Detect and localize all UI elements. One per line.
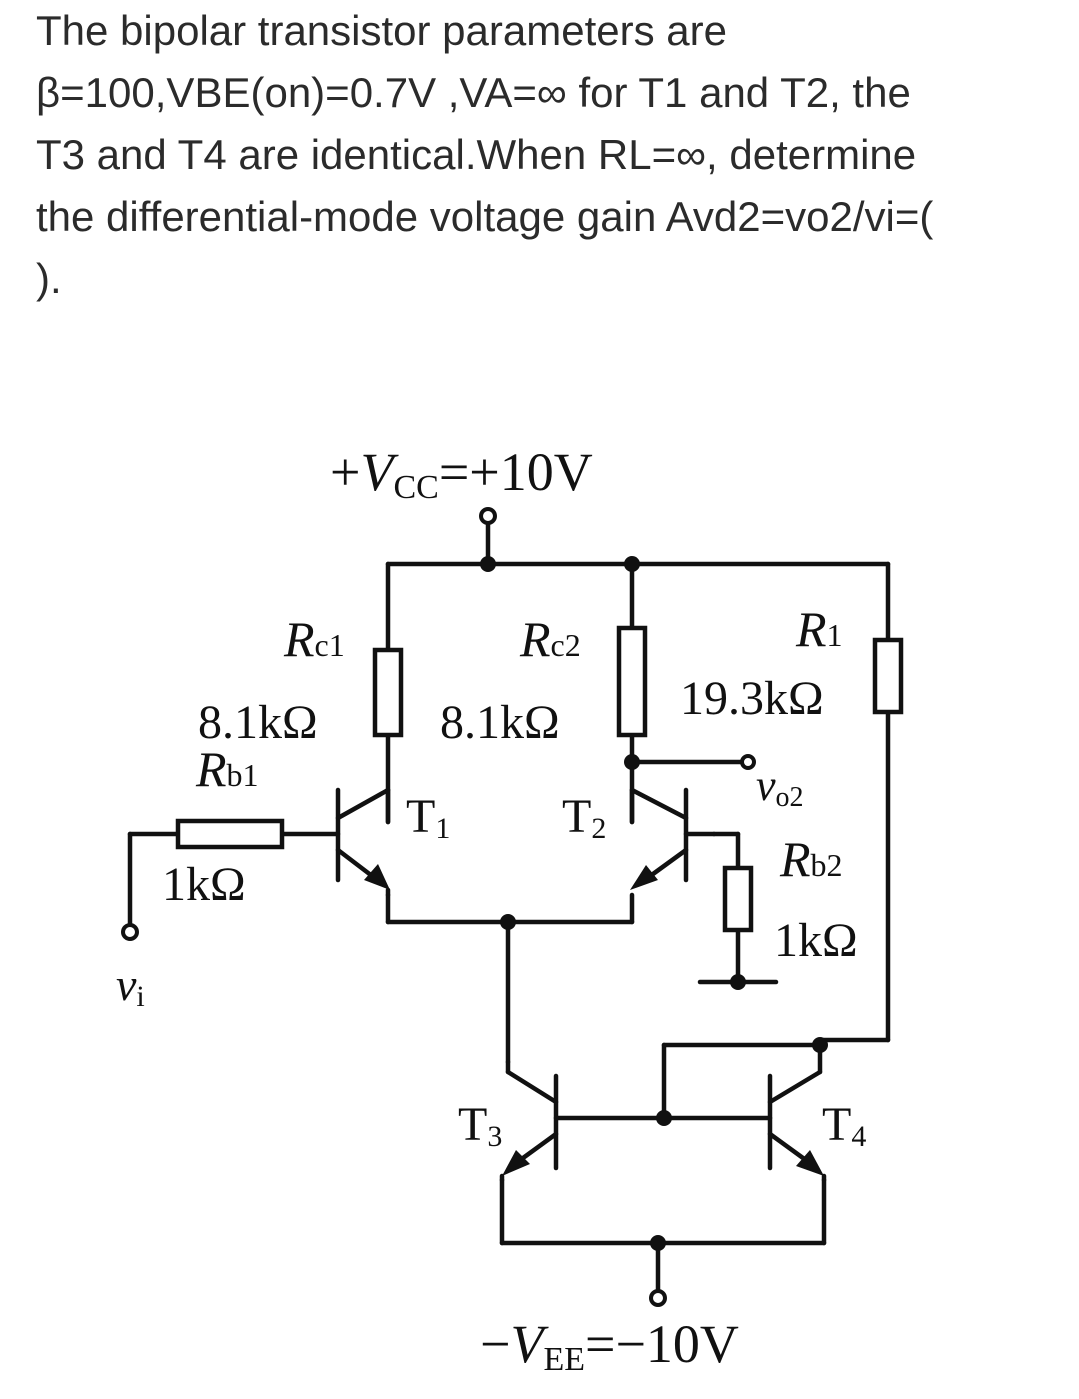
resistor-rb1 — [175, 818, 285, 850]
rb1-label: Rb1 — [195, 741, 259, 797]
question-line-2: β=100,VBE(on)=0.7V ,VA=∞ for T1 and T2, … — [36, 69, 911, 116]
vee-label: −VEE=−10V — [480, 1314, 739, 1378]
vo2-terminal — [740, 754, 756, 770]
rc1-value: 8.1kΩ — [198, 696, 318, 749]
question-line-5: ). — [36, 255, 62, 302]
resistor-rc1 — [372, 647, 404, 738]
resistor-rb2 — [722, 865, 754, 933]
transistor-t4 — [767, 1069, 827, 1183]
rb2-label: Rb2 — [779, 831, 843, 887]
rb2-value: 1kΩ — [774, 914, 858, 967]
vi-terminal — [121, 923, 139, 941]
rc2-label: Rc2 — [519, 611, 581, 667]
r1-value: 19.3kΩ — [680, 672, 824, 725]
transistor-t1 — [335, 787, 391, 898]
question-line-4: the differential-mode voltage gain Avd2=… — [36, 193, 934, 240]
question-line-3: T3 and T4 are identical.When RL=∞, deter… — [36, 131, 917, 178]
t4-label: T4 — [822, 1098, 866, 1153]
resistor-rc2 — [616, 625, 648, 738]
question-line-1: The bipolar transistor parameters are — [36, 7, 727, 54]
t3-label: T3 — [458, 1098, 502, 1153]
rb1-value: 1kΩ — [162, 858, 246, 911]
r1-label: R1 — [795, 601, 843, 657]
t1-label: T1 — [406, 790, 450, 845]
rc2-value: 8.1kΩ — [440, 696, 560, 749]
question-text: The bipolar transistor parameters are β=… — [36, 0, 1056, 310]
transistor-t2 — [629, 787, 717, 890]
vo2-label: vo2 — [756, 761, 804, 813]
rc1-label: Rc1 — [283, 611, 345, 667]
junction-dots — [480, 556, 828, 1251]
transistor-t3 — [499, 1059, 559, 1183]
vee-terminal — [649, 1289, 667, 1307]
vcc-terminal — [479, 507, 497, 525]
t2-label: T2 — [562, 790, 606, 845]
vi-label: vi — [116, 959, 145, 1013]
resistor-r1 — [872, 637, 904, 715]
vcc-label: +VCC=+10V — [330, 442, 593, 506]
